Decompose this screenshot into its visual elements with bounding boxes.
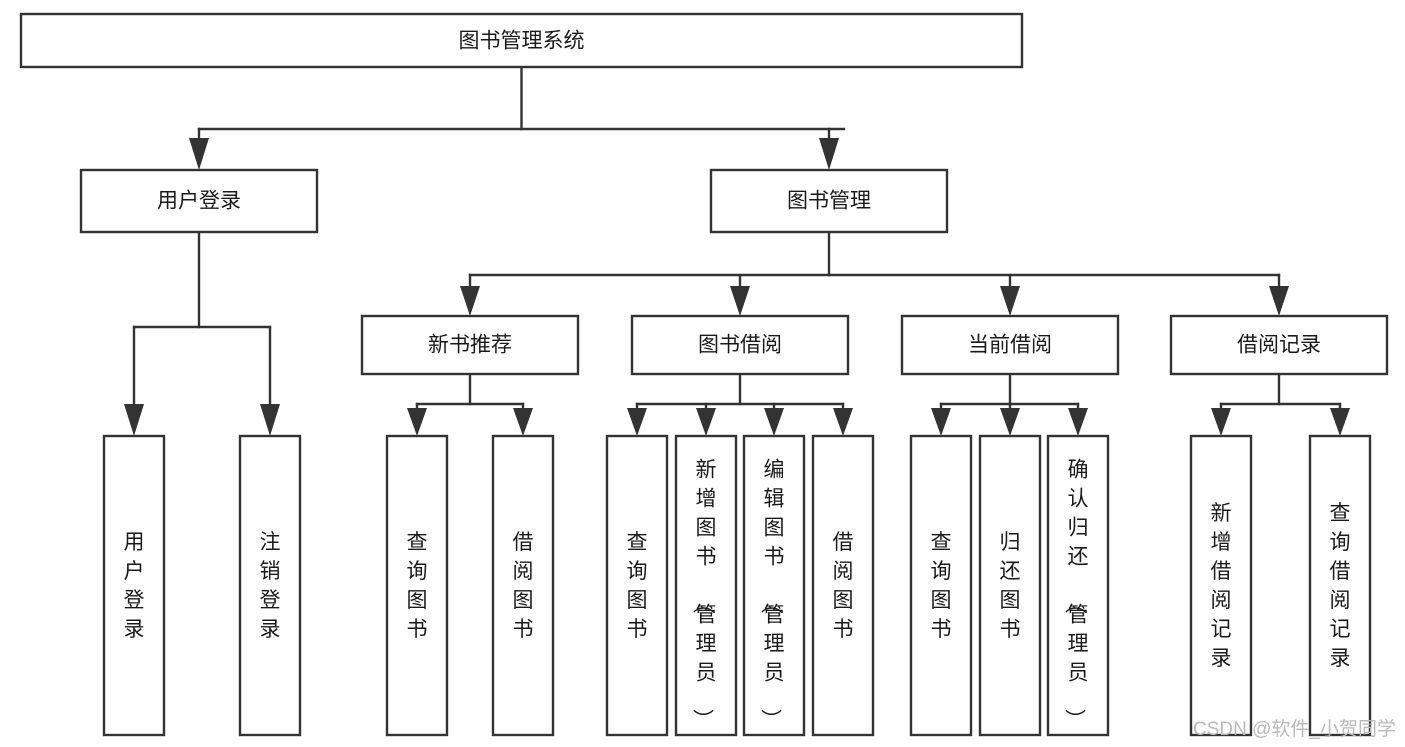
leaf-node-query-book-2-label: 查询图书 xyxy=(627,531,648,641)
arrow-head-leaf-logout-login xyxy=(260,404,280,436)
arrow-head-leaf-edit-book xyxy=(764,408,784,436)
leaf-node-query-record[interactable]: 查询借阅记录 xyxy=(1308,434,1372,737)
leaf-node-user-login[interactable]: 用户登录 xyxy=(102,434,166,737)
leaf-node-confirm-return-label: 确认归还（管理员） xyxy=(1063,459,1089,730)
leaf-node-query-book-2[interactable]: 查询图书 xyxy=(605,434,669,737)
leaf-node-add-book[interactable]: 新增图书（管理员） xyxy=(674,434,738,737)
leaf-node-edit-book-label: 编辑图书（管理员） xyxy=(759,459,785,730)
node-book-manage[interactable]: 图书管理 xyxy=(709,168,949,234)
arrow-head-leaf-add-book xyxy=(696,408,716,436)
arrow-head-leaf-borrow-book-1 xyxy=(513,408,533,436)
node-book-manage-box[interactable] xyxy=(709,168,949,234)
leaf-node-query-record-box[interactable] xyxy=(1308,434,1372,737)
node-new-book-recommend-label: 新书推荐 xyxy=(428,334,512,357)
leaf-node-borrow-book-1-box[interactable] xyxy=(491,434,555,737)
node-book-borrow-box[interactable] xyxy=(630,314,850,376)
leaf-node-add-book-box[interactable] xyxy=(674,434,738,737)
node-book-borrow-label: 图书借阅 xyxy=(698,334,782,357)
arrow-head-leaf-return-book xyxy=(1000,408,1020,436)
leaf-node-user-login-label: 用户登录 xyxy=(124,531,145,641)
csdn-watermark: CSDN @软件_小贺同学 xyxy=(1193,718,1396,740)
arrow-head-user-login xyxy=(189,138,209,170)
arrow-head-current-borrow xyxy=(1000,286,1020,316)
leaf-node-confirm-return-box[interactable] xyxy=(1046,434,1110,737)
arrow-head-leaf-query-book-3 xyxy=(931,408,951,436)
node-book-borrow[interactable]: 图书借阅 xyxy=(630,314,850,376)
arrow-head-book-manage xyxy=(819,138,839,170)
connector-layer xyxy=(124,65,1350,436)
arrow-head-borrow-record xyxy=(1269,286,1289,316)
leaf-node-edit-book[interactable]: 编辑图书（管理员） xyxy=(742,434,806,737)
leaf-node-return-book-label: 归还图书 xyxy=(1000,531,1021,641)
arrow-head-book-borrow xyxy=(730,286,750,316)
leaf-node-add-book-label: 新增图书（管理员） xyxy=(691,459,717,730)
leaf-node-borrow-book-2-box[interactable] xyxy=(811,434,875,737)
node-borrow-record-box[interactable] xyxy=(1169,314,1389,376)
node-borrow-record-label: 借阅记录 xyxy=(1237,334,1321,357)
leaf-node-add-record-box[interactable] xyxy=(1189,434,1253,737)
node-book-manage-label: 图书管理 xyxy=(787,190,871,213)
arrow-head-leaf-query-book-2 xyxy=(627,408,647,436)
leaf-node-borrow-book-2-label: 借阅图书 xyxy=(833,531,854,641)
leaf-node-logout-login-label: 注销登录 xyxy=(260,531,281,641)
node-user-login[interactable]: 用户登录 xyxy=(79,168,319,234)
leaf-node-query-book-1[interactable]: 查询图书 xyxy=(385,434,449,737)
leaf-node-query-book-3-label: 查询图书 xyxy=(931,531,952,641)
node-borrow-record[interactable]: 借阅记录 xyxy=(1169,314,1389,376)
node-root-box[interactable] xyxy=(19,12,1024,69)
leaf-node-borrow-book-1[interactable]: 借阅图书 xyxy=(491,434,555,737)
arrow-head-leaf-add-record xyxy=(1211,408,1231,436)
leaf-node-query-record-label: 查询借阅记录 xyxy=(1330,502,1351,670)
arrow-head-leaf-confirm-return xyxy=(1068,408,1088,436)
node-current-borrow-box[interactable] xyxy=(900,314,1120,376)
node-new-book-recommend[interactable]: 新书推荐 xyxy=(360,314,580,376)
leaf-node-add-record[interactable]: 新增借阅记录 xyxy=(1189,434,1253,737)
node-current-borrow[interactable]: 当前借阅 xyxy=(900,314,1120,376)
leaf-node-add-record-label: 新增借阅记录 xyxy=(1211,502,1232,670)
leaf-node-query-book-1-box[interactable] xyxy=(385,434,449,737)
leaf-node-query-book-3[interactable]: 查询图书 xyxy=(909,434,973,737)
leaf-node-user-login-box[interactable] xyxy=(102,434,166,737)
leaf-node-confirm-return[interactable]: 确认归还（管理员） xyxy=(1046,434,1110,737)
leaf-node-return-book[interactable]: 归还图书 xyxy=(978,434,1042,737)
node-user-login-label: 用户登录 xyxy=(157,190,241,213)
leaf-node-borrow-book-1-label: 借阅图书 xyxy=(513,531,534,641)
node-user-login-box[interactable] xyxy=(79,168,319,234)
arrow-head-new-book-recommend xyxy=(460,286,480,316)
leaf-node-borrow-book-2[interactable]: 借阅图书 xyxy=(811,434,875,737)
arrow-head-leaf-user-login xyxy=(124,404,144,436)
node-new-book-recommend-box[interactable] xyxy=(360,314,580,376)
leaf-node-return-book-box[interactable] xyxy=(978,434,1042,737)
leaf-node-logout-login[interactable]: 注销登录 xyxy=(238,434,302,737)
arrow-head-leaf-query-book-1 xyxy=(407,408,427,436)
node-root[interactable]: 图书管理系统 xyxy=(19,12,1024,69)
node-current-borrow-label: 当前借阅 xyxy=(968,334,1052,357)
arrow-head-leaf-query-record xyxy=(1330,408,1350,436)
leaf-node-logout-login-box[interactable] xyxy=(238,434,302,737)
node-root-label: 图书管理系统 xyxy=(459,30,585,53)
arrow-head-leaf-borrow-book-2 xyxy=(833,408,853,436)
leaf-node-edit-book-box[interactable] xyxy=(742,434,806,737)
leaf-node-query-book-1-label: 查询图书 xyxy=(407,531,428,641)
leaf-node-query-book-2-box[interactable] xyxy=(605,434,669,737)
leaf-node-query-book-3-box[interactable] xyxy=(909,434,973,737)
